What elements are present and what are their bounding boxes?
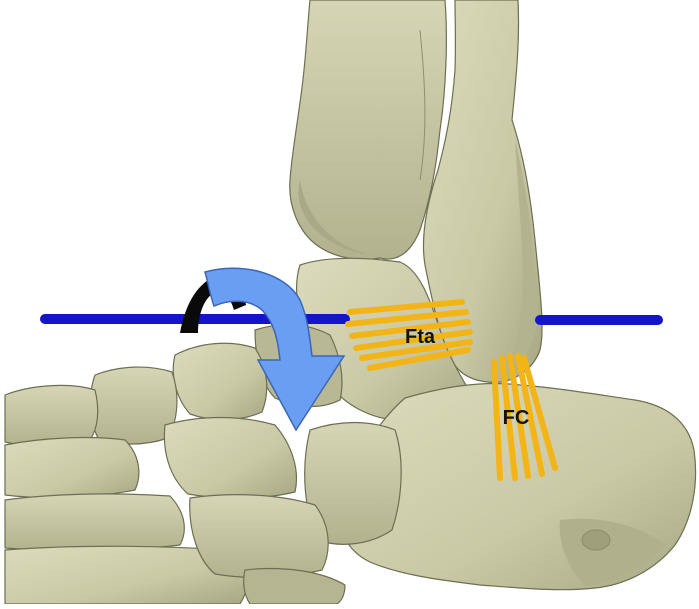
metatarsal-2 bbox=[5, 438, 139, 498]
cuneiform-bone-2 bbox=[164, 418, 296, 499]
metatarsal-3 bbox=[5, 494, 184, 551]
metatarsal-5 bbox=[190, 495, 328, 578]
ligament-label-fta: Fta bbox=[405, 326, 436, 348]
calcaneus-tubercle bbox=[582, 530, 610, 550]
navicular-bone bbox=[173, 343, 266, 420]
ligament-label-fc: FC bbox=[503, 407, 530, 429]
